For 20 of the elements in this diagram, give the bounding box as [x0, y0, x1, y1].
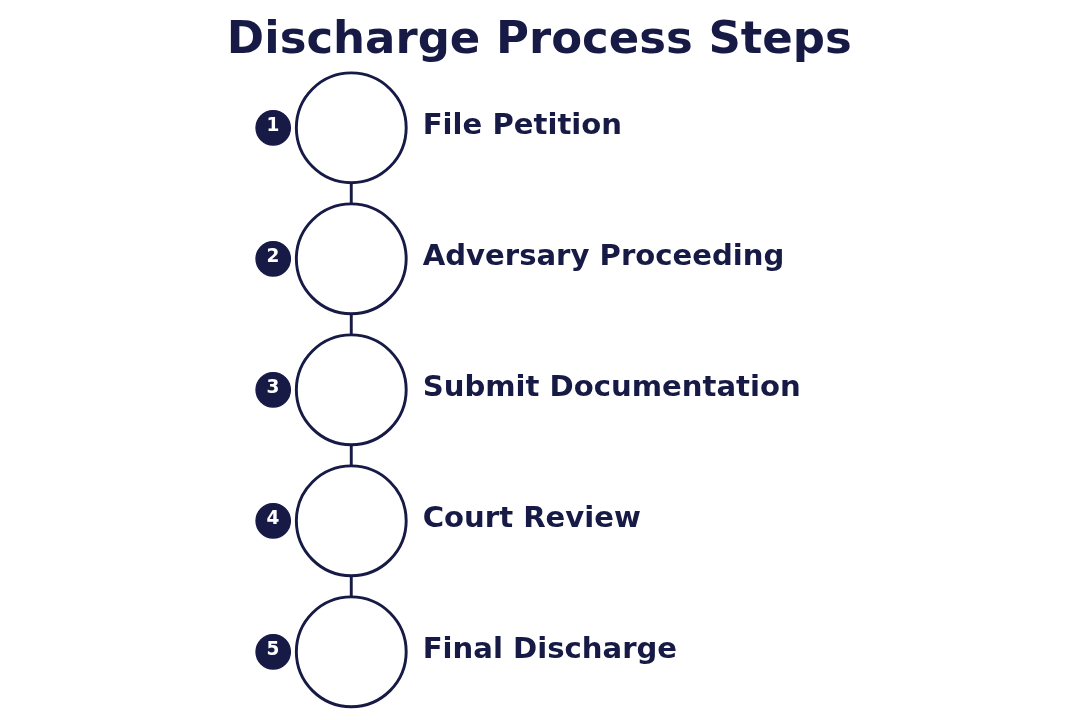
connector: [349, 313, 353, 335]
diagram-title: Discharge Process Steps: [226, 11, 852, 65]
node-circle: 3: [254, 371, 291, 408]
connector: [349, 182, 353, 204]
node-circle: [294, 464, 408, 578]
node-circle: 2: [254, 240, 291, 277]
connector: [349, 444, 353, 466]
connector: [349, 575, 353, 597]
node-circle: 4: [254, 502, 291, 539]
node-circle: [294, 595, 408, 709]
node-label: Final Discharge: [422, 630, 677, 665]
node-label: Adversary Proceeding: [422, 237, 784, 272]
node-circle: [294, 202, 408, 316]
node-label: File Petition: [422, 106, 622, 141]
node-label: Court Review: [422, 499, 641, 534]
node-circle: [294, 71, 408, 185]
node-label: Submit Documentation: [422, 368, 801, 403]
node-circle: [294, 333, 408, 447]
node-circle: 5: [254, 633, 291, 670]
node-circle: 1: [254, 109, 291, 146]
